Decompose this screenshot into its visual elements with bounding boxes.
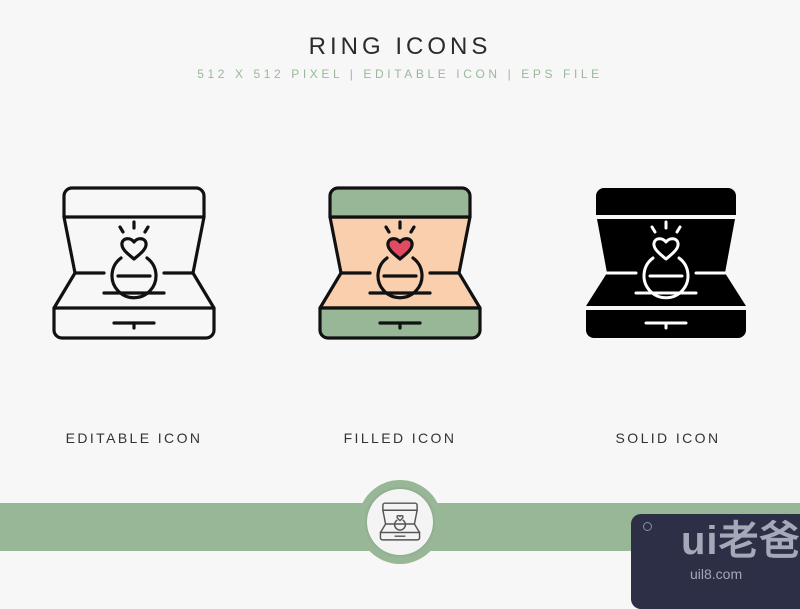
watermark-logo: ui老爸 xyxy=(681,519,800,563)
ring-box-icon xyxy=(379,502,421,541)
icon-label-solid: SOLID ICON xyxy=(615,430,721,446)
outline-ring-box-icon xyxy=(44,180,224,350)
watermark-url: uil8.com xyxy=(690,566,743,582)
icon-label-filled: FILLED ICON xyxy=(343,430,457,446)
watermark-dot-icon xyxy=(643,522,652,531)
icon-label-editable: EDITABLE ICON xyxy=(65,430,203,446)
page-title: RING ICONS xyxy=(308,33,492,60)
watermark: ui老爸 uil8.com xyxy=(631,514,800,609)
page-subtitle: 512 X 512 PIXEL | EDITABLE ICON | EPS FI… xyxy=(197,67,603,81)
filled-ring-box-icon xyxy=(310,180,490,350)
solid-ring-box-icon xyxy=(576,180,756,350)
badge-inner xyxy=(367,489,433,555)
badge xyxy=(358,480,442,564)
